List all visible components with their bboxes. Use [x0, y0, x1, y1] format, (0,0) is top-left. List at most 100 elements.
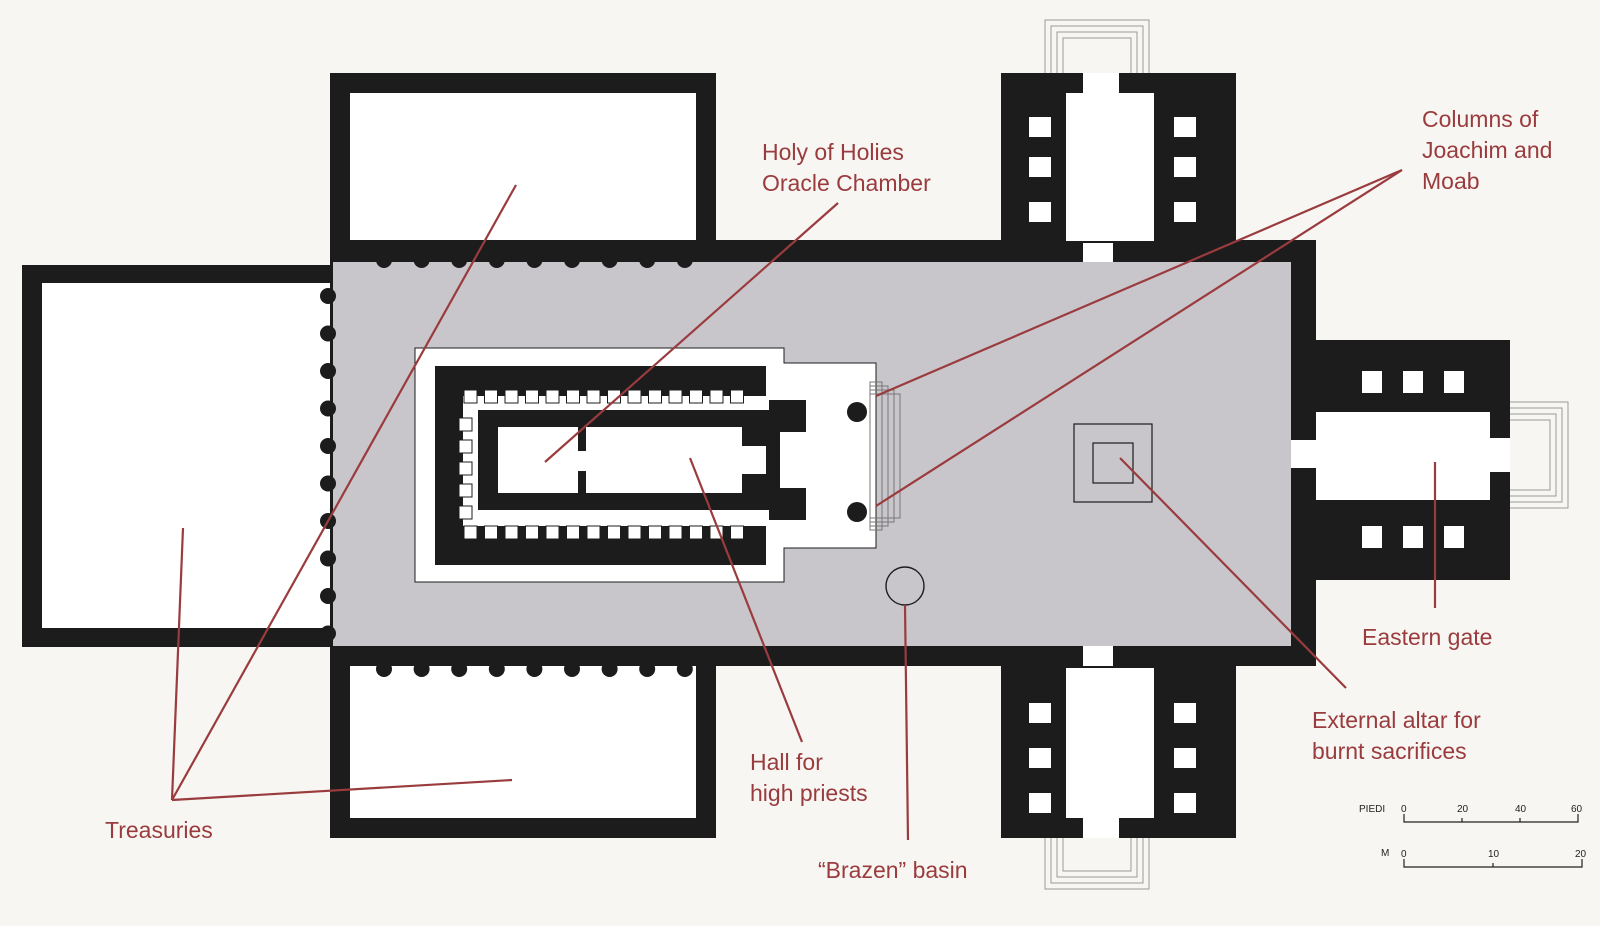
column: [601, 661, 618, 677]
leader-basin: [903, 604, 910, 841]
leader-treasury-west: [170, 527, 185, 801]
leader-hall: [688, 457, 804, 743]
column: [639, 661, 656, 677]
column: [376, 661, 392, 677]
pier: [730, 389, 744, 404]
pier: [627, 525, 642, 540]
scale-feet-tick-20: 20: [1457, 804, 1469, 815]
pier: [648, 389, 662, 404]
leader-altar: [1119, 457, 1347, 689]
gate-chamber: [1029, 703, 1051, 723]
south-gate-piers: [1029, 703, 1196, 813]
scale-meters-tick-20: 20: [1575, 849, 1587, 860]
scale-feet-label: PIEDI: [1359, 804, 1385, 815]
pier: [586, 389, 601, 404]
label-joachim-and: Joachim and: [1422, 137, 1552, 163]
scale-meters-tick-10: 10: [1488, 849, 1500, 860]
gate-chamber: [1362, 526, 1382, 548]
column: [526, 252, 543, 268]
pier: [689, 525, 703, 540]
temple-side-chambers: [458, 389, 744, 540]
column: [601, 252, 618, 268]
pier: [458, 461, 473, 476]
pier: [504, 525, 519, 540]
column: [676, 661, 693, 677]
gate-chamber: [1029, 793, 1051, 813]
pier: [607, 525, 621, 540]
pier: [458, 505, 473, 520]
column: [376, 252, 392, 268]
label-columns-of: Columns of: [1422, 106, 1539, 132]
south-gate: [1001, 666, 1236, 890]
column: [676, 252, 693, 268]
leader-columns-2: [875, 169, 1403, 507]
pier: [586, 525, 601, 540]
gate-chamber: [1403, 526, 1423, 548]
north-colonnade: [376, 252, 693, 268]
column: [639, 252, 656, 268]
pier: [648, 525, 662, 540]
pier: [730, 525, 744, 540]
column: [320, 550, 336, 567]
gate-chamber: [1029, 117, 1051, 137]
label-high-priests: high priests: [750, 780, 868, 806]
leader-lines: [170, 168, 1437, 841]
scale-meters-label: M: [1381, 848, 1389, 859]
pier: [458, 483, 473, 498]
leader-treasury-south: [171, 778, 513, 802]
pier: [689, 389, 703, 404]
label-hall-for: Hall for: [750, 749, 823, 775]
pier: [668, 525, 683, 540]
gate-chamber: [1403, 371, 1423, 393]
pier: [525, 525, 539, 540]
pier: [545, 525, 560, 540]
gate-chamber: [1174, 703, 1196, 723]
leader-columns-1: [875, 168, 1403, 398]
label-moab: Moab: [1422, 168, 1480, 194]
holy-of-holies-room: [498, 427, 578, 493]
gate-chamber: [1174, 748, 1196, 768]
pier: [504, 389, 519, 404]
column: [488, 661, 505, 677]
column: [488, 252, 505, 268]
eastern-gate: [1316, 340, 1569, 580]
pier: [668, 389, 683, 404]
label-oracle-chamber: Oracle Chamber: [762, 170, 931, 196]
column: [320, 625, 336, 642]
gate-chamber: [1029, 157, 1051, 177]
leader-treasury-north: [171, 184, 517, 801]
scale-feet-tick-60: 60: [1571, 804, 1583, 815]
scale-bar-meters: M 0 10 20: [1381, 848, 1587, 868]
label-eastern-gate: Eastern gate: [1362, 624, 1492, 650]
gate-chamber: [1174, 202, 1196, 222]
column: [413, 252, 430, 268]
scale-feet-tick-0: 0: [1401, 804, 1407, 815]
column: [451, 661, 468, 677]
column: [413, 661, 430, 677]
label-treasuries: Treasuries: [105, 817, 213, 843]
pillar-joachim: [847, 402, 867, 422]
scale-meters-tick-0: 0: [1401, 849, 1407, 860]
gate-chamber: [1174, 157, 1196, 177]
scale-bar-feet: PIEDI 0 20 40 60: [1359, 804, 1583, 823]
scale-feet-tick-40: 40: [1515, 804, 1527, 815]
column: [320, 325, 336, 342]
label-external-altar: External altar for: [1312, 707, 1481, 733]
label-burnt-sacrifices: burnt sacrifices: [1312, 738, 1467, 764]
pier: [566, 389, 580, 404]
gate-chamber: [1362, 371, 1382, 393]
column: [320, 438, 336, 454]
column: [451, 252, 468, 268]
gate-chamber: [1029, 748, 1051, 768]
column: [320, 475, 336, 492]
column: [320, 363, 336, 379]
pier: [709, 389, 724, 404]
north-gate: [1001, 19, 1236, 243]
column: [564, 252, 580, 268]
pier: [484, 389, 498, 404]
column: [526, 661, 543, 677]
temple: [414, 347, 901, 583]
column: [564, 661, 580, 677]
leader-holy-of-holies: [544, 202, 839, 463]
